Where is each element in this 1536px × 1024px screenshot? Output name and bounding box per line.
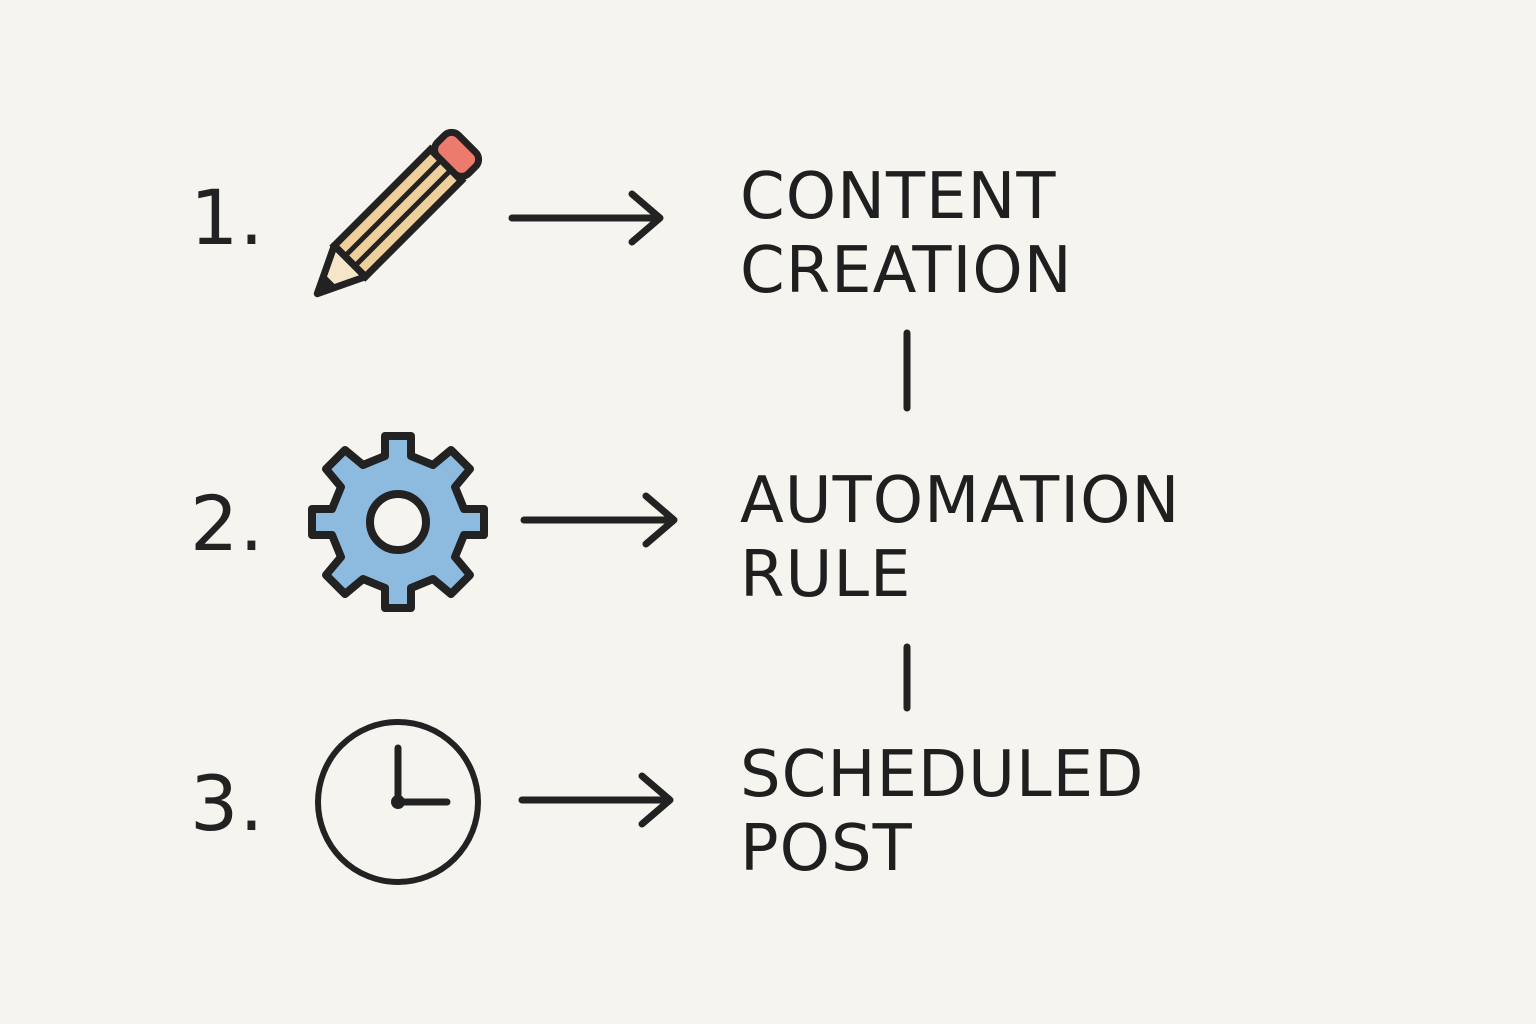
- step-label-line: AUTOMATION: [740, 464, 1181, 538]
- step-label-line: RULE: [740, 538, 912, 612]
- clock-icon: [315, 719, 481, 885]
- arrow-right-icon: [518, 772, 674, 828]
- arrow-right-icon: [508, 190, 664, 246]
- gear-icon: [308, 432, 488, 612]
- step-label-line: POST: [740, 812, 913, 886]
- step-label-line: CREATION: [740, 234, 1073, 308]
- arrow-right-icon: [520, 492, 678, 548]
- step-label-line: CONTENT: [740, 160, 1057, 234]
- step-number: 2.: [190, 479, 265, 568]
- step-number: 1.: [190, 173, 265, 262]
- step-label-line: SCHEDULED: [740, 738, 1145, 812]
- step-label: SCHEDULED POST: [740, 738, 1144, 886]
- step-label: AUTOMATION RULE: [740, 464, 1180, 612]
- step-number: 3.: [190, 759, 265, 848]
- step-label: CONTENT CREATION: [740, 160, 1073, 308]
- pencil-icon: [313, 128, 483, 298]
